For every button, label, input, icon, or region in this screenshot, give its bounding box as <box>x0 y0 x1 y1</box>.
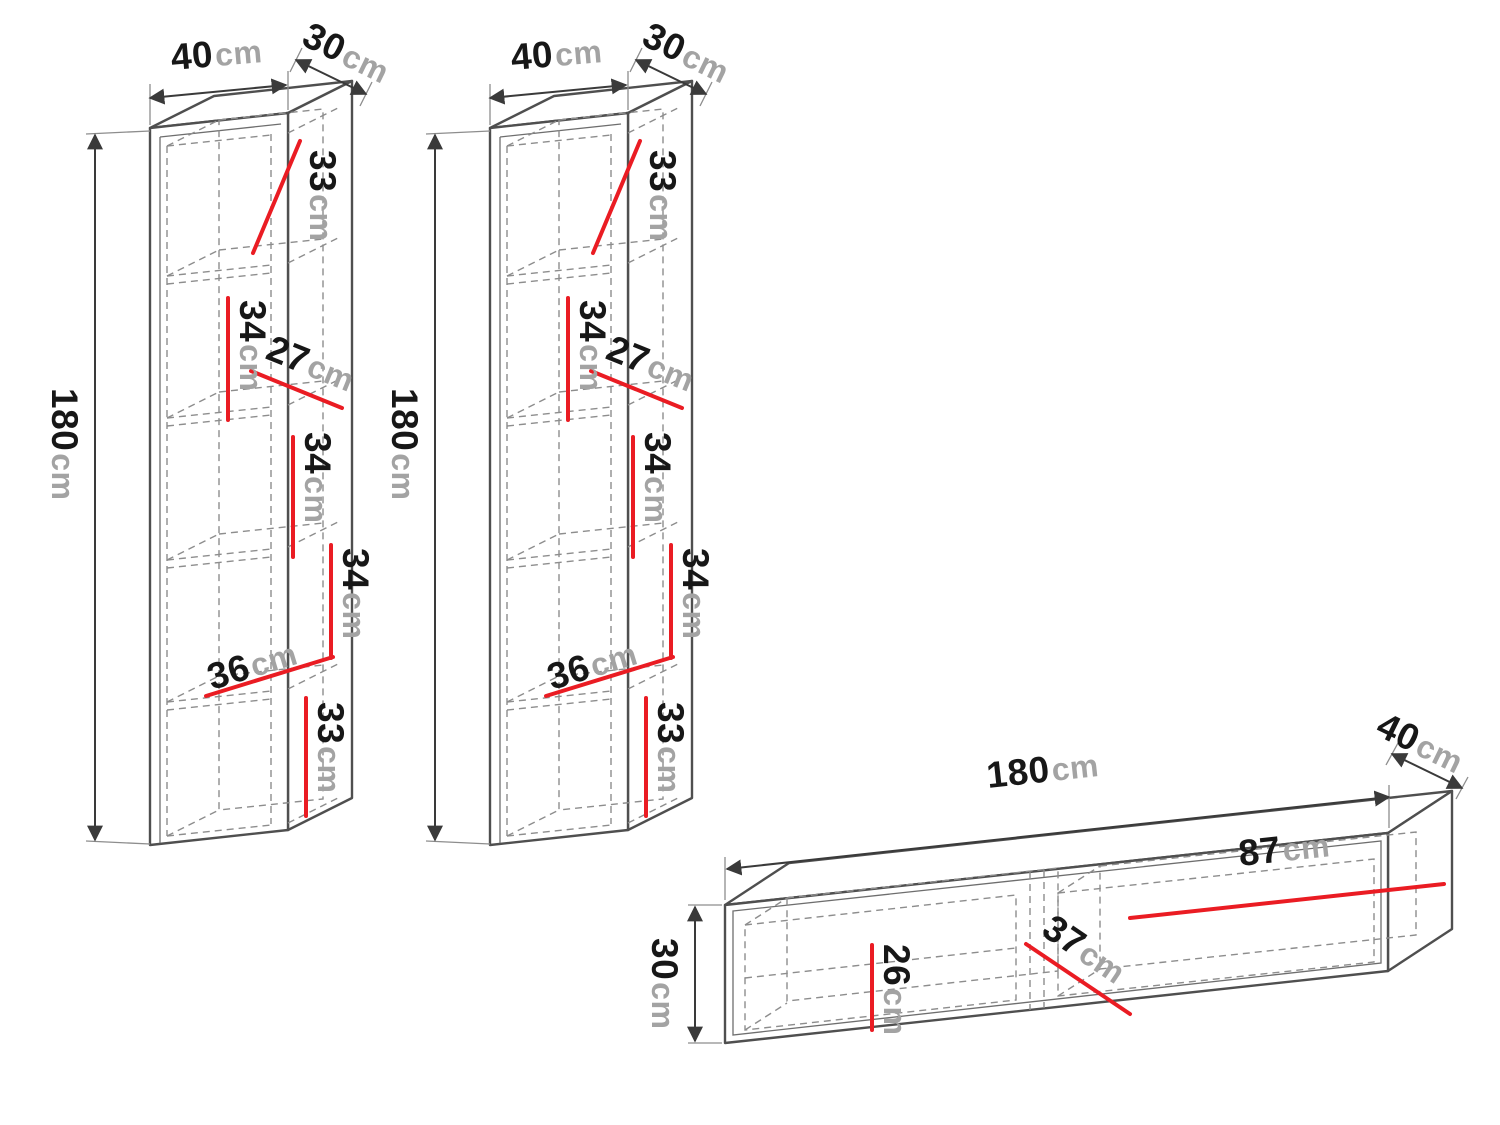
cabinet1-depth-label: 30cm <box>296 14 396 91</box>
cabinet-2: 40cm 30cm 180cm 33cm 34cm 27cm 34cm 34cm… <box>384 14 736 845</box>
dimension-unit: cm <box>645 982 681 1029</box>
tv-height-label: 30cm <box>644 938 685 1029</box>
cabinet2-section5-label: 34cm <box>675 548 716 639</box>
dimension-number: 33 <box>302 150 343 192</box>
tv-depth-label: 40cm <box>1370 704 1470 781</box>
tv-section1-label: 87cm <box>1236 823 1331 874</box>
cabinet1-section1-label: 33cm <box>302 150 343 241</box>
dimension-number: 34 <box>232 300 273 342</box>
tv-red-measure-lines <box>870 882 1446 1032</box>
cabinet2-width-label: 40cm <box>509 29 604 78</box>
cabinet1-height-label: 180cm <box>44 388 85 500</box>
cabinet-1: 40cm 30cm 180cm 33cm 34cm 27cm 34cm 34cm… <box>44 14 396 845</box>
cabinet2-height-label: 180cm <box>384 388 425 500</box>
dimension-number: 33 <box>650 702 691 744</box>
dimension-unit: cm <box>877 988 913 1035</box>
dimension-number: 34 <box>675 548 716 590</box>
dimension-number: 180 <box>44 388 85 451</box>
dimension-unit: cm <box>233 344 269 391</box>
cabinet2-section1-label: 33cm <box>642 150 683 241</box>
tv-interior-hidden-lines <box>744 831 1417 1031</box>
cabinet2-section4-label: 34cm <box>637 432 678 523</box>
dimension-number: 87 <box>1236 829 1282 874</box>
dimension-unit: cm <box>676 592 712 639</box>
dimension-unit: cm <box>298 476 334 523</box>
dimension-unit: cm <box>638 476 674 523</box>
dimension-number: 40 <box>169 33 215 78</box>
dimension-unit: cm <box>1281 827 1332 868</box>
dimension-unit: cm <box>1050 747 1101 788</box>
tv-stand: 180cm 40cm 30cm 87cm 26cm 37cm <box>644 704 1470 1045</box>
dimension-number: 30 <box>644 938 685 980</box>
dimension-number: 180 <box>984 748 1051 796</box>
dimension-unit: cm <box>45 453 81 500</box>
dimension-number: 33 <box>310 702 351 744</box>
tv-dimension-lines <box>687 742 1469 1044</box>
dimension-unit: cm <box>336 592 372 639</box>
cabinet2-section7-label: 33cm <box>650 702 691 793</box>
tv-section2-label: 26cm <box>876 944 917 1035</box>
dimension-number: 40 <box>509 33 555 78</box>
dimension-unit: cm <box>385 453 421 500</box>
dimension-unit: cm <box>651 746 687 793</box>
dimension-unit: cm <box>573 344 609 391</box>
dimension-number: 180 <box>384 388 425 451</box>
cabinet2-depth-label: 30cm <box>636 14 736 91</box>
dimension-number: 34 <box>297 432 338 474</box>
cabinet1-width-label: 40cm <box>169 29 264 78</box>
dimension-number: 26 <box>876 944 917 986</box>
dimension-unit: cm <box>311 746 347 793</box>
dimension-number: 34 <box>572 300 613 342</box>
cabinet1-section2-label: 34cm <box>232 300 273 391</box>
dimension-number: 34 <box>335 548 376 590</box>
cabinet1-section4-label: 34cm <box>297 432 338 523</box>
dimension-number: 33 <box>642 150 683 192</box>
dimension-unit: cm <box>553 33 603 73</box>
cabinet1-section5-label: 34cm <box>335 548 376 639</box>
cabinet2-section2-label: 34cm <box>572 300 613 391</box>
dimension-unit: cm <box>643 194 679 241</box>
cabinet1-section7-label: 33cm <box>310 702 351 793</box>
dimension-unit: cm <box>213 33 263 73</box>
dimension-number: 34 <box>637 432 678 474</box>
dimension-unit: cm <box>303 194 339 241</box>
tv-width-label: 180cm <box>984 743 1100 796</box>
